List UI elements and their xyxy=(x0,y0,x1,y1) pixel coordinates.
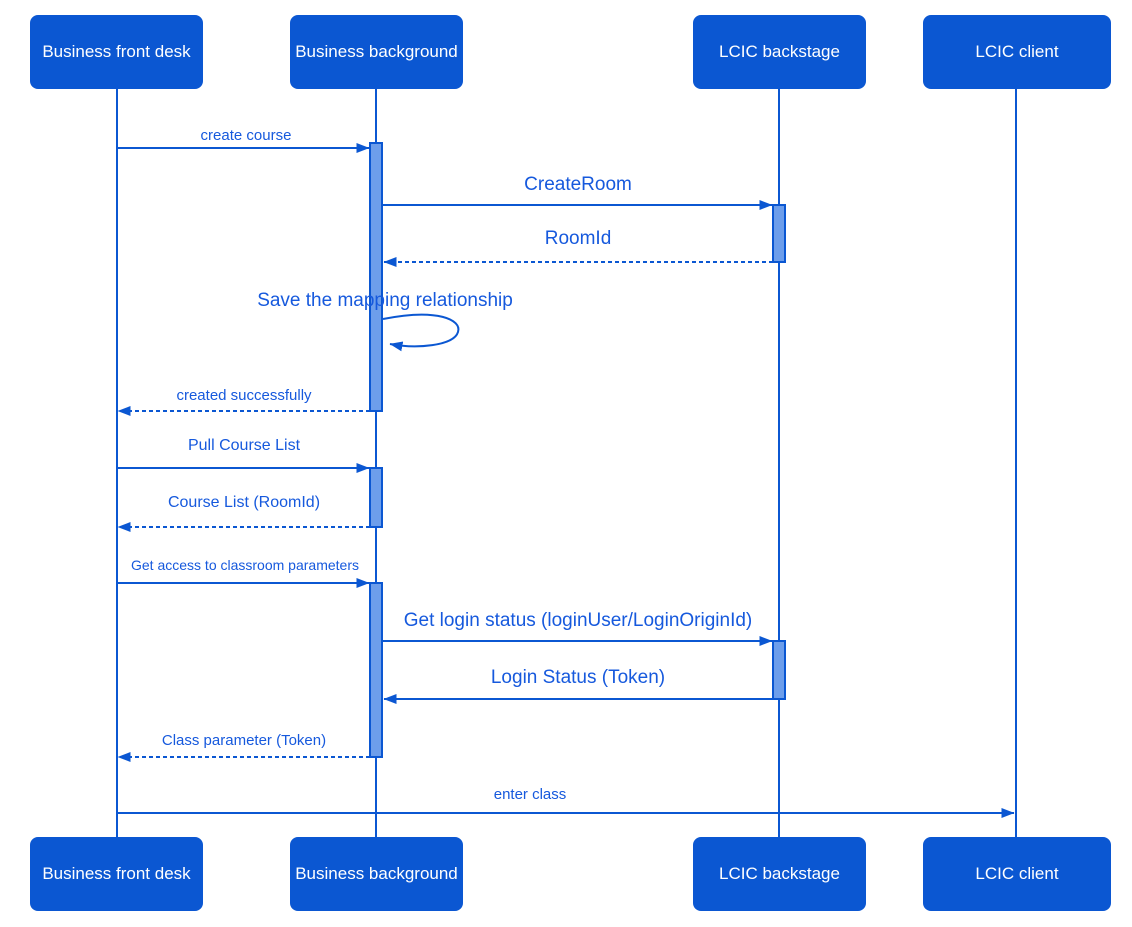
actor-box-business-background-top: Business background xyxy=(290,15,463,89)
actor-box-business-front-desk-bottom: Business front desk xyxy=(30,837,203,911)
message-label-login-status-token: Login Status (Token) xyxy=(490,667,666,688)
activation-bar-background-2 xyxy=(369,467,383,528)
message-label-get-login-status: Get login status (loginUser/LoginOriginI… xyxy=(403,610,753,631)
message-label-roomid: RoomId xyxy=(544,228,612,249)
actor-box-business-front-desk-top: Business front desk xyxy=(30,15,203,89)
message-label-pull-course-list: Pull Course List xyxy=(187,437,301,454)
actor-box-lcic-backstage-bottom: LCIC backstage xyxy=(693,837,866,911)
activation-bar-background-1 xyxy=(369,142,383,412)
actor-box-lcic-client-top: LCIC client xyxy=(923,15,1111,89)
activation-bar-background-3 xyxy=(369,582,383,758)
actor-box-lcic-backstage-top: LCIC backstage xyxy=(693,15,866,89)
message-label-course-list-roomid: Course List (RoomId) xyxy=(167,494,321,511)
message-label-class-parameter: Class parameter (Token) xyxy=(161,732,327,749)
message-label-createroom: CreateRoom xyxy=(524,174,632,195)
activation-bar-backstage-2 xyxy=(772,640,786,700)
activation-bar-backstage-1 xyxy=(772,204,786,263)
message-label-enter-class: enter class xyxy=(493,786,567,803)
arrow-self-loop-save-mapping xyxy=(382,313,460,352)
actor-box-lcic-client-bottom: LCIC client xyxy=(923,837,1111,911)
message-label-create-course: create course xyxy=(200,127,292,144)
message-label-created-successfully: created successfully xyxy=(176,387,312,404)
actor-box-business-background-bottom: Business background xyxy=(290,837,463,911)
message-label-get-access-params: Get access to classroom parameters xyxy=(131,557,359,573)
message-label-save-mapping: Save the mapping relationship xyxy=(257,290,513,311)
